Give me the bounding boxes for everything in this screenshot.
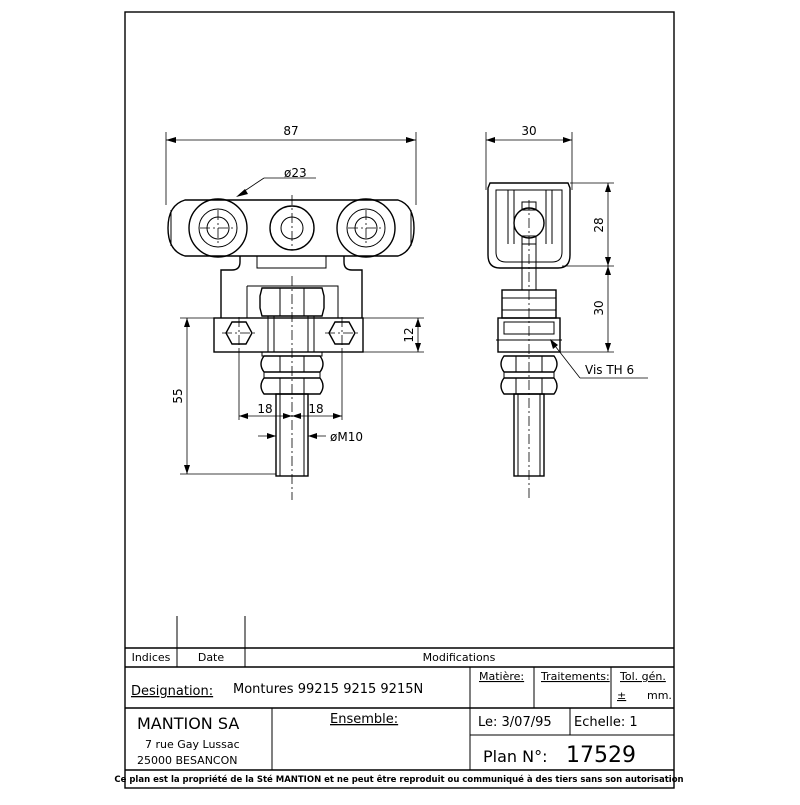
dim-half-spacing-right: 18 (308, 402, 323, 416)
screw-callout: Vis TH 6 (585, 363, 634, 377)
left-side-bolt (222, 317, 256, 350)
modifications-label: Modifications (423, 651, 496, 664)
designation-value: Montures 99215 9215 9215N (233, 682, 423, 697)
date-label: Date (198, 651, 225, 664)
roller-body-outline (167, 199, 415, 257)
dim-stem-length: 55 (171, 388, 185, 403)
traitements-label: Traitements: (540, 670, 610, 683)
front-view: 87 ø23 12 55 18 18 øM10 (165, 124, 424, 500)
right-side-bolt (325, 317, 359, 350)
side-channel-outer (487, 182, 571, 269)
dim-wheel-diameter: ø23 (284, 166, 307, 180)
ensemble-label: Ensemble: (330, 712, 398, 727)
address-line2: 25000 BESANCON (137, 754, 238, 767)
tol-sign: ± (617, 689, 626, 702)
plan-number: 17529 (566, 743, 636, 768)
tol-gen-label: Tol. gén. (619, 670, 666, 683)
company-name: MANTION SA (137, 714, 239, 733)
footer-note: Ce plan est la propriété de la Sté MANTI… (114, 774, 683, 785)
side-view: 30 28 30 Vis TH 6 (485, 124, 648, 500)
dim-side-mid-height: 30 (592, 300, 606, 315)
dim-side-width: 30 (521, 124, 536, 138)
dim-thread: øM10 (330, 430, 363, 444)
scale-field: Echelle: 1 (574, 715, 638, 730)
top-nut (259, 287, 325, 317)
designation-label: Designation: (131, 684, 213, 699)
sheet-border (124, 11, 675, 789)
address-line1: 7 rue Gay Lussac (145, 738, 240, 751)
indices-label: Indices (132, 651, 171, 664)
tol-unit: mm. (647, 689, 672, 702)
dim-overall-width: 87 (283, 124, 298, 138)
dim-plate-thickness: 12 (402, 327, 416, 342)
clamp-plate (213, 317, 364, 353)
matiere-label: Matière: (479, 670, 524, 683)
dim-side-top-height: 28 (592, 217, 606, 232)
date-field: Le: 3/07/95 (478, 715, 552, 730)
dim-half-spacing-left: 18 (257, 402, 272, 416)
bracket-outline (220, 256, 363, 318)
title-block: Indices Date Modifications Designation: … (114, 616, 684, 785)
plan-label: Plan N°: (483, 747, 547, 766)
